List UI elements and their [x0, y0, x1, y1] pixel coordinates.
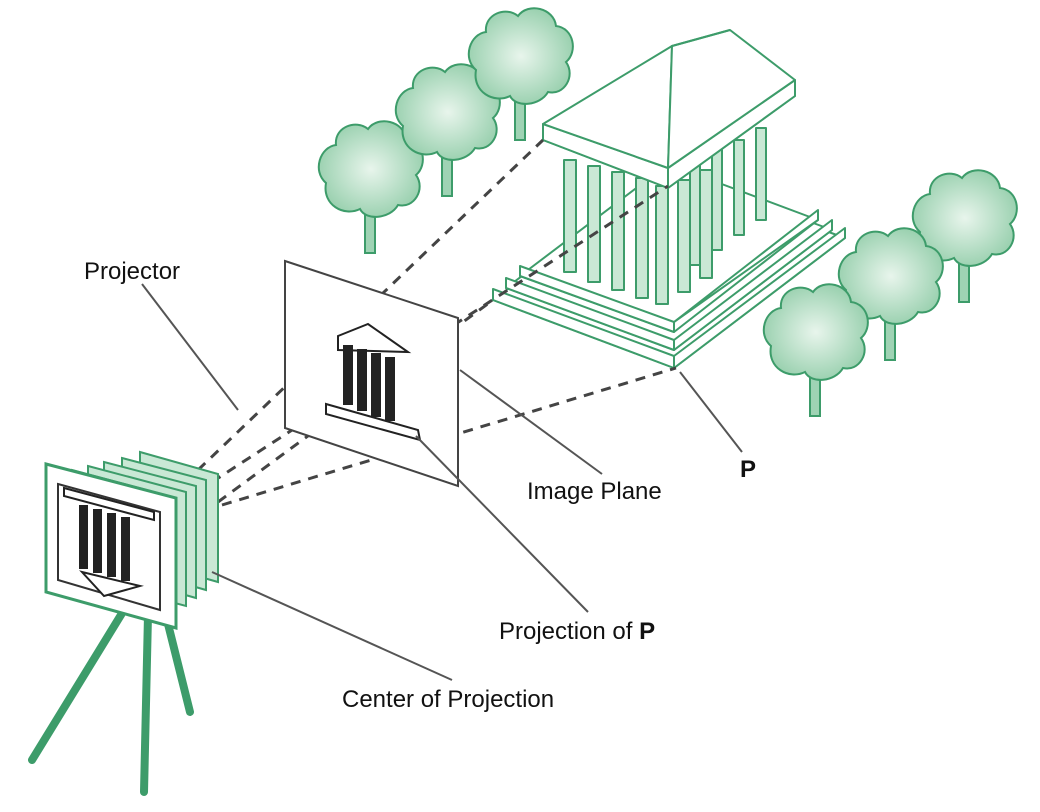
- label-image-plane: Image Plane: [527, 478, 662, 505]
- image-plane: [284, 259, 459, 488]
- tree-icon: [762, 283, 869, 417]
- center-of-projection-leader: [211, 571, 453, 681]
- label-center-of-projection: Center of Projection: [342, 686, 555, 713]
- projector-leader: [141, 283, 239, 411]
- point-p-leader: [679, 371, 743, 453]
- label-projector: Projector: [84, 258, 181, 285]
- projection-of-p-leader: [415, 435, 589, 613]
- projection-of-p-bold: P: [639, 618, 656, 645]
- leader-lines: [141, 283, 743, 681]
- greek-temple-icon: [492, 29, 846, 369]
- camera-on-tripod-icon: [28, 450, 219, 796]
- projected-temple-icon: [325, 322, 422, 442]
- image-plane-leader: [459, 369, 603, 475]
- projection-of-text: Projection of: [499, 618, 640, 645]
- label-point-p: P: [740, 456, 757, 483]
- label-projection-of-p: Projection of P: [499, 620, 655, 644]
